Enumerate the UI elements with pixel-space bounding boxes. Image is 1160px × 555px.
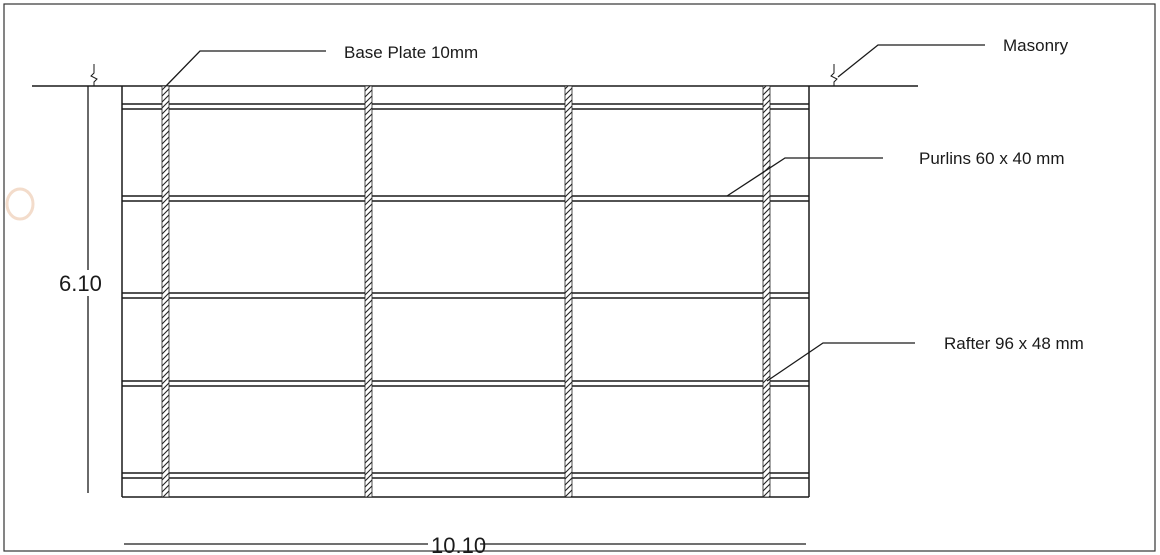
break-mark-left xyxy=(90,64,98,86)
rafters xyxy=(161,85,771,498)
height-label-mask xyxy=(54,270,120,296)
masonry-leader xyxy=(837,44,985,78)
rafter-leader xyxy=(766,342,915,382)
purlins-leader xyxy=(726,157,883,197)
masonry-label: Masonry xyxy=(1003,36,1069,55)
punch-hole-mark xyxy=(5,187,35,221)
base-plate-label: Base Plate 10mm xyxy=(344,43,478,62)
drawing-border xyxy=(3,3,1156,552)
purlin xyxy=(122,380,809,387)
base-plate-leader xyxy=(165,50,326,87)
purlin xyxy=(122,292,809,299)
rafter xyxy=(564,85,573,498)
purlin xyxy=(122,472,809,479)
purlin xyxy=(122,195,809,202)
rafter xyxy=(762,85,771,498)
width-dimension-label: 10.10 xyxy=(431,533,486,555)
rafter xyxy=(161,85,170,498)
rafter xyxy=(364,85,373,498)
height-dimension-label: 6.10 xyxy=(59,271,102,296)
rafter-label: Rafter 96 x 48 mm xyxy=(944,334,1084,353)
break-mark-right xyxy=(830,64,838,86)
purlins xyxy=(122,103,809,479)
purlins-label: Purlins 60 x 40 mm xyxy=(919,149,1065,168)
purlin xyxy=(122,103,809,110)
